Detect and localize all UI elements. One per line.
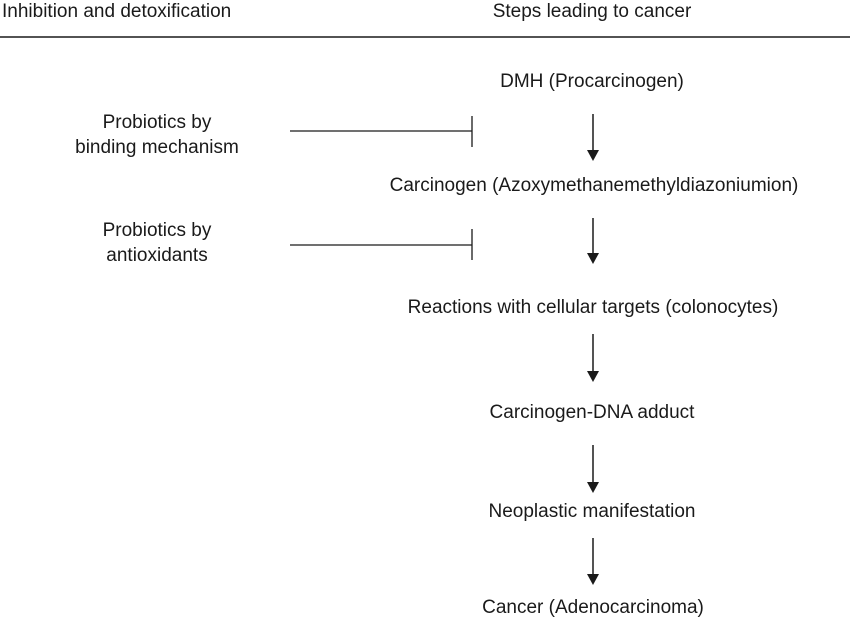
arrow-step-2-to-3 [587,218,599,264]
header-left-title: Inhibition and detoxification [2,1,232,22]
step-reactions-cellular-targets: Reactions with cellular targets (colonoc… [407,297,779,318]
header-right-title: Steps leading to cancer [492,1,692,22]
step-dmh-procarcinogen: DMH (Procarcinogen) [500,71,684,92]
inhibitor-antioxidants-line1: Probiotics by [102,220,212,241]
arrow-step-5-to-6 [587,538,599,585]
arrow-step-4-to-5 [587,445,599,493]
arrow-step-1-to-2 [587,114,599,161]
arrow-step-3-to-4 [587,334,599,382]
inhibition-line-binding [290,116,473,147]
step-carcinogen-dna-adduct: Carcinogen-DNA adduct [489,402,695,423]
step-carcinogen: Carcinogen (Azoxymethanemethyldiazoniumi… [389,175,799,196]
inhibition-line-antioxidants [290,229,473,260]
inhibitor-antioxidants-line2: antioxidants [106,245,208,266]
inhibitor-binding-line1: Probiotics by [102,112,212,133]
step-neoplastic-manifestation: Neoplastic manifestation [488,501,696,522]
step-cancer-adenocarcinoma: Cancer (Adenocarcinoma) [482,597,704,618]
inhibitor-binding-line2: binding mechanism [75,137,239,158]
